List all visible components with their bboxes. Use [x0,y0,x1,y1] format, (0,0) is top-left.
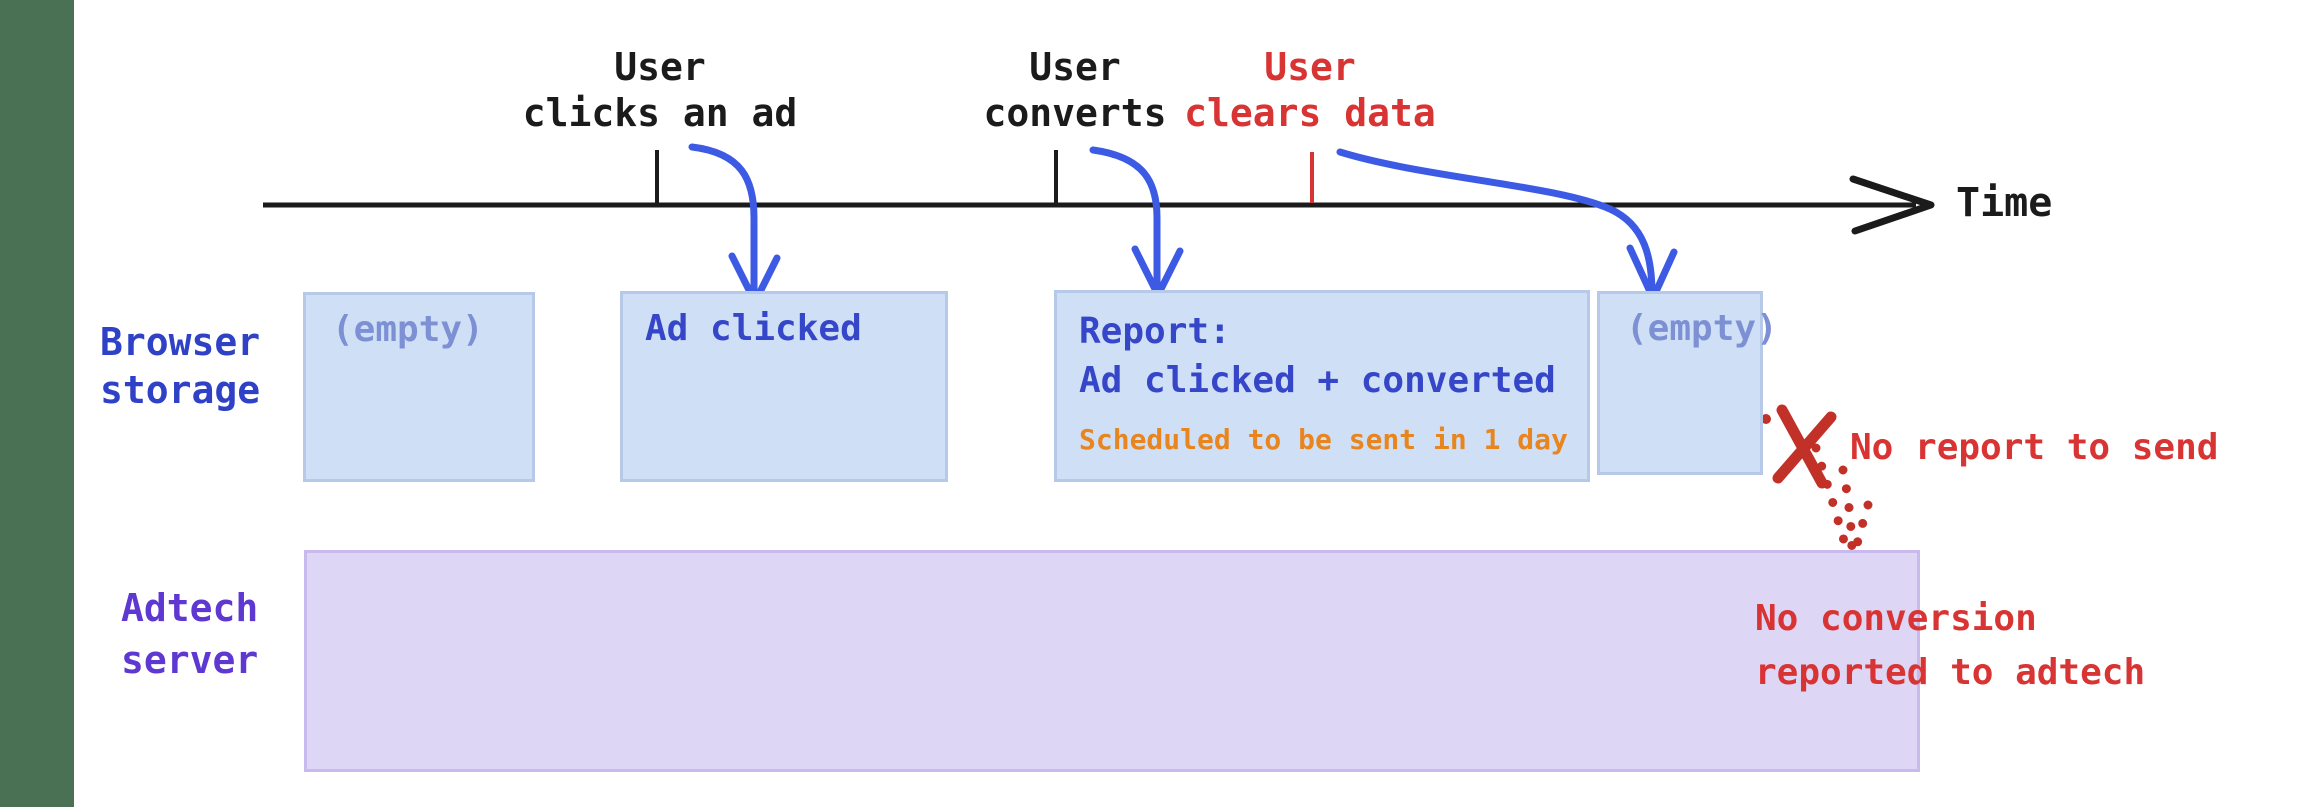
storage-box-empty-2-text: (empty) [1626,308,1778,349]
report-schedule-note: Scheduled to be sent in 1 day [1079,423,1568,456]
annotation-no-report: No report to send [1850,427,2219,468]
storage-box-empty-2: (empty) [1597,291,1778,475]
left-accent-bar [0,0,74,807]
storage-box-ad-clicked-text: Ad clicked [645,308,862,349]
cross-icon [1761,404,1837,489]
adtech-server-box [304,550,1920,772]
curved-arrow-cleared-icon [1336,148,1678,300]
curved-arrow-ad-clicked-icon [688,143,781,304]
report-detail: Ad clicked + converted [1079,360,1556,401]
timeline-arrowhead-icon [1849,175,1935,235]
curved-arrow-converted-icon [1089,146,1184,297]
time-axis-label: Time [1956,180,2053,226]
storage-box-ad-clicked: Ad clicked [620,291,948,482]
report-title: Report: [1079,311,1231,352]
storage-box-empty-1-text: (empty) [332,309,484,350]
storage-box-empty-1: (empty) [303,292,535,482]
storage-box-report: Report: Ad clicked + converted Scheduled… [1054,290,1590,482]
